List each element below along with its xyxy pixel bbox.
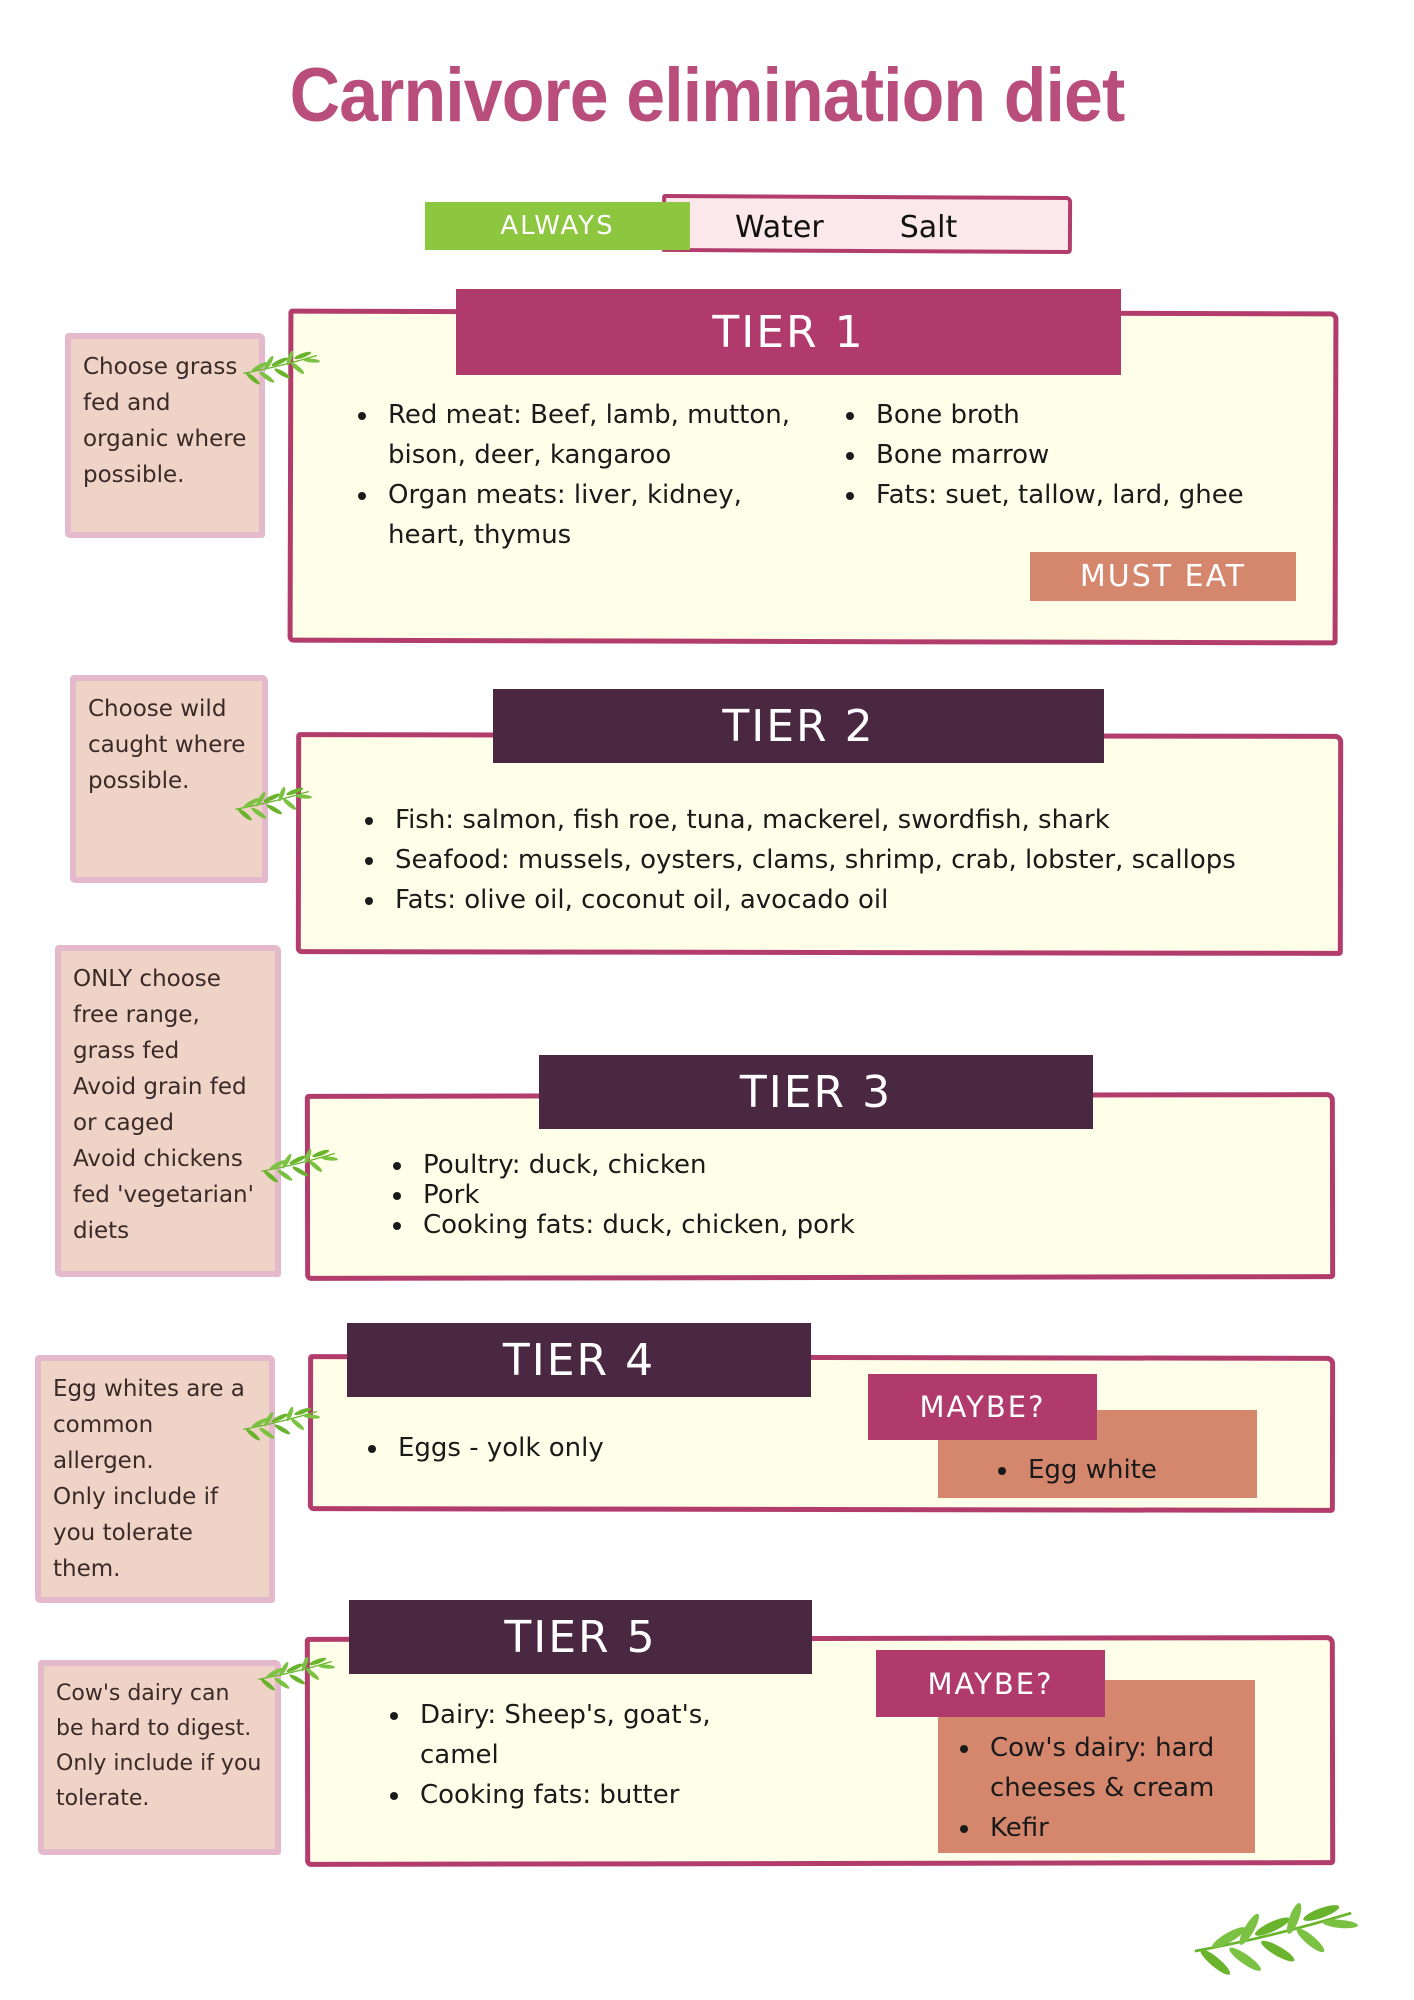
- always-items: Water Salt: [735, 205, 1065, 249]
- tier4-header: TIER 4: [347, 1323, 811, 1397]
- list-item: Poultry: duck, chicken: [415, 1150, 1285, 1180]
- tier3-note: ONLY choose free range, grass fed Avoid …: [55, 945, 281, 1277]
- tier1-note: Choose grass fed and organic where possi…: [65, 333, 265, 538]
- tier4-note: Egg whites are a common allergen. Only i…: [35, 1355, 275, 1603]
- list-item: Fish: salmon, fish roe, tuna, mackerel, …: [387, 800, 1317, 840]
- tier5-note: Cow's dairy can be hard to digest. Only …: [38, 1660, 281, 1855]
- leaf-sprig-icon: [260, 1147, 338, 1185]
- list-item: Eggs - yolk only: [390, 1428, 860, 1468]
- leaf-sprig-icon: [242, 349, 320, 387]
- list-item: Seafood: mussels, oysters, clams, shrimp…: [387, 840, 1317, 880]
- note-line: Avoid chickens fed 'vegetarian' diets: [73, 1146, 254, 1244]
- list-item: Pork: [415, 1180, 1285, 1210]
- note-line: Only include if you tolerate them.: [53, 1484, 219, 1582]
- tier3-items: Poultry: duck, chicken Pork Cooking fats…: [385, 1150, 1285, 1240]
- must-eat-badge: MUST EAT: [1030, 552, 1296, 601]
- list-item: Organ meats: liver, kidney, heart, thymu…: [380, 475, 800, 555]
- tier5-maybe-items: Cow's dairy: hard cheeses & cream Kefir: [952, 1728, 1242, 1848]
- tier5-items: Dairy: Sheep's, goat's, camel Cooking fa…: [382, 1695, 722, 1815]
- page-title: Carnivore elimination diet: [289, 53, 1126, 138]
- tier5-maybe-label: MAYBE?: [876, 1650, 1105, 1717]
- tier1-items-left: Red meat: Beef, lamb, mutton, bison, dee…: [350, 395, 800, 555]
- leaf-sprig-icon: [242, 1405, 320, 1443]
- list-item: Cow's dairy: hard cheeses & cream: [982, 1728, 1242, 1808]
- tier5-header: TIER 5: [349, 1600, 812, 1674]
- tier4-maybe-label: MAYBE?: [868, 1374, 1097, 1440]
- list-item: Bone broth: [868, 395, 1288, 435]
- tier1-items-right: Bone broth Bone marrow Fats: suet, tallo…: [838, 395, 1288, 515]
- list-item: Cooking fats: butter: [412, 1775, 722, 1815]
- list-item: Dairy: Sheep's, goat's, camel: [412, 1695, 722, 1775]
- tier1-header: TIER 1: [456, 289, 1121, 375]
- tier3-header: TIER 3: [539, 1055, 1093, 1129]
- tier4-maybe-items: Egg white: [990, 1450, 1250, 1490]
- list-item: Cooking fats: duck, chicken, pork: [415, 1210, 1285, 1240]
- leaf-sprig-icon: [234, 785, 312, 823]
- list-item: Fats: suet, tallow, lard, ghee: [868, 475, 1288, 515]
- always-item-salt: Salt: [899, 209, 958, 245]
- list-item: Bone marrow: [868, 435, 1288, 475]
- note-line: Cow's dairy can be hard to digest.: [56, 1681, 252, 1741]
- note-line: Egg whites are a common allergen.: [53, 1376, 245, 1474]
- list-item: Fats: olive oil, coconut oil, avocado oi…: [387, 880, 1317, 920]
- leaf-sprig-icon: [1193, 1900, 1358, 1980]
- leaf-sprig-icon: [257, 1655, 335, 1693]
- note-line: Only include if you tolerate.: [56, 1751, 262, 1811]
- tier2-header: TIER 2: [493, 689, 1104, 763]
- list-item: Red meat: Beef, lamb, mutton, bison, dee…: [380, 395, 800, 475]
- tier4-items: Eggs - yolk only: [360, 1428, 860, 1468]
- list-item: Egg white: [1020, 1450, 1250, 1490]
- note-line: ONLY choose free range, grass fed: [73, 966, 221, 1064]
- always-label: ALWAYS: [425, 202, 690, 250]
- always-item-water: Water: [735, 209, 824, 245]
- list-item: Kefir: [982, 1808, 1242, 1848]
- tier2-items: Fish: salmon, fish roe, tuna, mackerel, …: [357, 800, 1317, 920]
- note-line: Avoid grain fed or caged: [73, 1074, 247, 1136]
- tier2-note: Choose wild caught where possible.: [70, 675, 268, 883]
